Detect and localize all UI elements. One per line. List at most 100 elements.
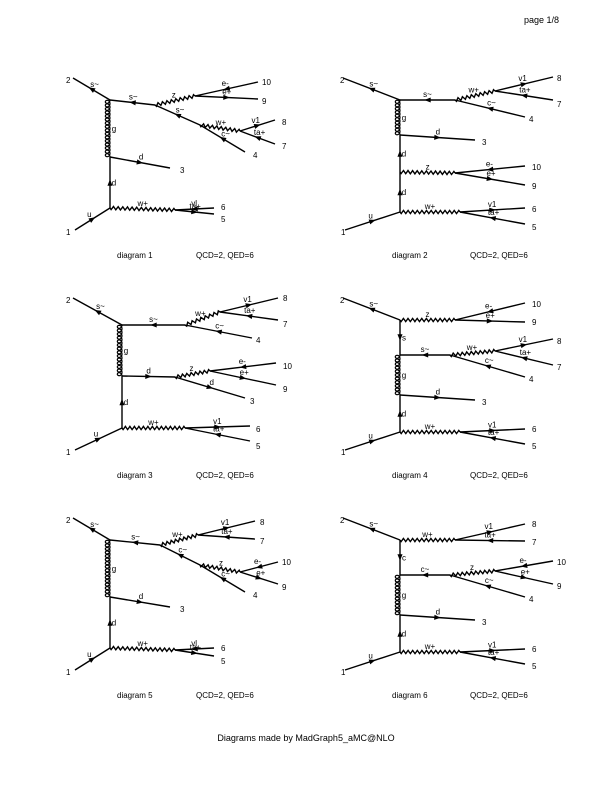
- boson-line: [109, 205, 176, 213]
- gluon-line: [104, 99, 111, 158]
- arrow-head: [520, 574, 528, 580]
- particle-label: d: [402, 150, 406, 159]
- arrow-head: [484, 584, 492, 590]
- particle-label: c~: [421, 565, 430, 574]
- arrow-head: [88, 217, 96, 223]
- arrow-head: [136, 159, 144, 165]
- external-leg-number: 8: [283, 294, 288, 303]
- arrow-head: [129, 100, 136, 106]
- arrow-head: [245, 313, 253, 319]
- external-leg-number: 3: [482, 618, 487, 627]
- arrow-head: [434, 614, 441, 620]
- coupling-orders: QCD=2, QED=6: [196, 691, 254, 700]
- external-leg-number: 7: [283, 320, 288, 329]
- particle-label: d: [112, 619, 116, 628]
- particle-label: c~: [221, 569, 230, 578]
- external-leg-number: 5: [256, 442, 261, 451]
- arrow-head: [520, 82, 528, 88]
- arrow-head: [397, 150, 403, 157]
- particle-label: e-: [239, 357, 246, 366]
- external-leg-number: 5: [532, 442, 537, 451]
- external-leg-number: 1: [341, 448, 346, 457]
- arrow-head: [368, 659, 376, 665]
- particle-label: e+: [521, 568, 530, 577]
- particle-label: e+: [256, 568, 265, 577]
- arrow-head: [245, 303, 253, 309]
- particle-label: v1: [488, 421, 497, 430]
- external-leg-number: 1: [341, 668, 346, 677]
- external-leg-number: 2: [340, 516, 345, 525]
- particle-label: g: [402, 591, 406, 600]
- arrow-head: [397, 334, 403, 341]
- external-leg-number: 7: [557, 100, 562, 109]
- arrow-head: [223, 94, 230, 100]
- particle-label: v1: [488, 200, 497, 209]
- particle-label: v1: [243, 295, 252, 304]
- particle-label: w+: [424, 202, 436, 211]
- arrow-head: [239, 364, 247, 370]
- particle-label: z: [470, 563, 474, 572]
- arrow-head: [520, 343, 528, 349]
- particle-label: ta+: [190, 643, 202, 652]
- particle-label: e+: [486, 311, 495, 320]
- diagram-caption: diagram 4: [392, 471, 428, 480]
- arrow-head: [119, 398, 125, 406]
- external-leg-number: 10: [557, 558, 566, 567]
- particle-label: e-: [519, 556, 526, 565]
- arrow-head: [520, 562, 528, 568]
- boson-line: [454, 88, 496, 103]
- external-leg-number: 7: [557, 363, 562, 372]
- particle-label: ta+: [244, 306, 256, 315]
- external-leg-number: 10: [262, 78, 271, 87]
- arrow-head: [107, 619, 113, 626]
- external-leg-number: 10: [532, 300, 541, 309]
- diagram-caption: diagram 5: [117, 691, 153, 700]
- particle-label: d: [146, 367, 150, 376]
- particle-label: c~: [178, 546, 187, 555]
- arrow-head: [239, 374, 247, 380]
- particle-label: v1: [488, 641, 497, 650]
- boson-line: [399, 429, 461, 435]
- particle-label: d: [124, 398, 128, 407]
- particle-label: e-: [486, 160, 493, 169]
- particle-label: s~: [90, 520, 99, 529]
- external-leg-number: 6: [532, 205, 537, 214]
- external-leg-number: 5: [532, 223, 537, 232]
- arrow-head: [174, 113, 182, 119]
- particle-label: d: [402, 410, 406, 419]
- boson-line: [199, 122, 241, 134]
- arrow-head: [397, 554, 403, 561]
- arrow-head: [107, 179, 113, 186]
- external-leg-number: 1: [66, 668, 71, 677]
- particle-label: c~: [487, 99, 496, 108]
- particle-label: ta+: [488, 208, 500, 217]
- particle-label: w+: [171, 530, 183, 539]
- particle-label: v1: [484, 522, 493, 531]
- particle-label: z: [426, 163, 430, 172]
- particle-label: ta+: [520, 348, 532, 357]
- particle-label: d: [139, 592, 143, 601]
- arrow-head: [434, 134, 441, 140]
- diagram-1: s~s~ze-e+s~w+v1ta+c~gdduw+vlta+211098743…: [66, 76, 287, 260]
- boson-line: [121, 425, 186, 431]
- coupling-orders: QCD=2, QED=6: [470, 471, 528, 480]
- arrow-head: [434, 394, 441, 400]
- arrow-head: [397, 188, 403, 196]
- external-leg-number: 9: [282, 583, 287, 592]
- external-leg-number: 8: [282, 118, 287, 127]
- boson-line: [159, 532, 199, 548]
- particle-label: d: [139, 153, 143, 162]
- particle-label: e-: [254, 557, 261, 566]
- arrow-head: [88, 527, 96, 533]
- arrow-head: [145, 373, 152, 379]
- arrow-head: [486, 537, 494, 544]
- arrow-head: [486, 530, 494, 536]
- arrow-head: [520, 93, 528, 99]
- particle-label: ta+: [221, 527, 233, 536]
- particle-label: s~: [96, 302, 105, 311]
- arrow-head: [219, 576, 227, 583]
- arrow-head: [215, 329, 223, 335]
- particle-label: w+: [215, 118, 227, 127]
- arrow-head: [368, 439, 376, 445]
